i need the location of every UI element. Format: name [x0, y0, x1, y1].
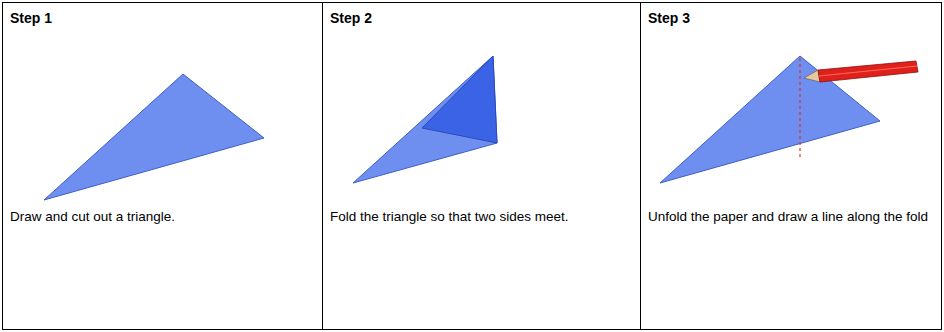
step-panel: Step 2 Fold the triangle so that two side…	[322, 2, 641, 330]
paper-triangle	[353, 56, 497, 183]
step-panel: Step 3 Unfold the paper and draw a line a…	[640, 2, 942, 330]
step-heading: Step 1	[10, 10, 52, 26]
paper-triangle	[44, 74, 264, 200]
pencil-tip	[804, 70, 820, 82]
pencil-highlight	[819, 66, 917, 76]
pencil-body	[818, 61, 918, 82]
step-instruction: Fold the triangle so that two sides meet…	[330, 208, 629, 225]
step-instruction: Unfold the paper and draw a line along t…	[648, 208, 930, 225]
step-instruction: Draw and cut out a triangle.	[10, 208, 311, 225]
folded-flap	[422, 56, 497, 143]
step-heading: Step 3	[648, 10, 690, 26]
step-heading: Step 2	[330, 10, 372, 26]
step-panel: Step 1 Draw and cut out a triangle.	[2, 2, 323, 330]
fold-line	[799, 58, 800, 158]
